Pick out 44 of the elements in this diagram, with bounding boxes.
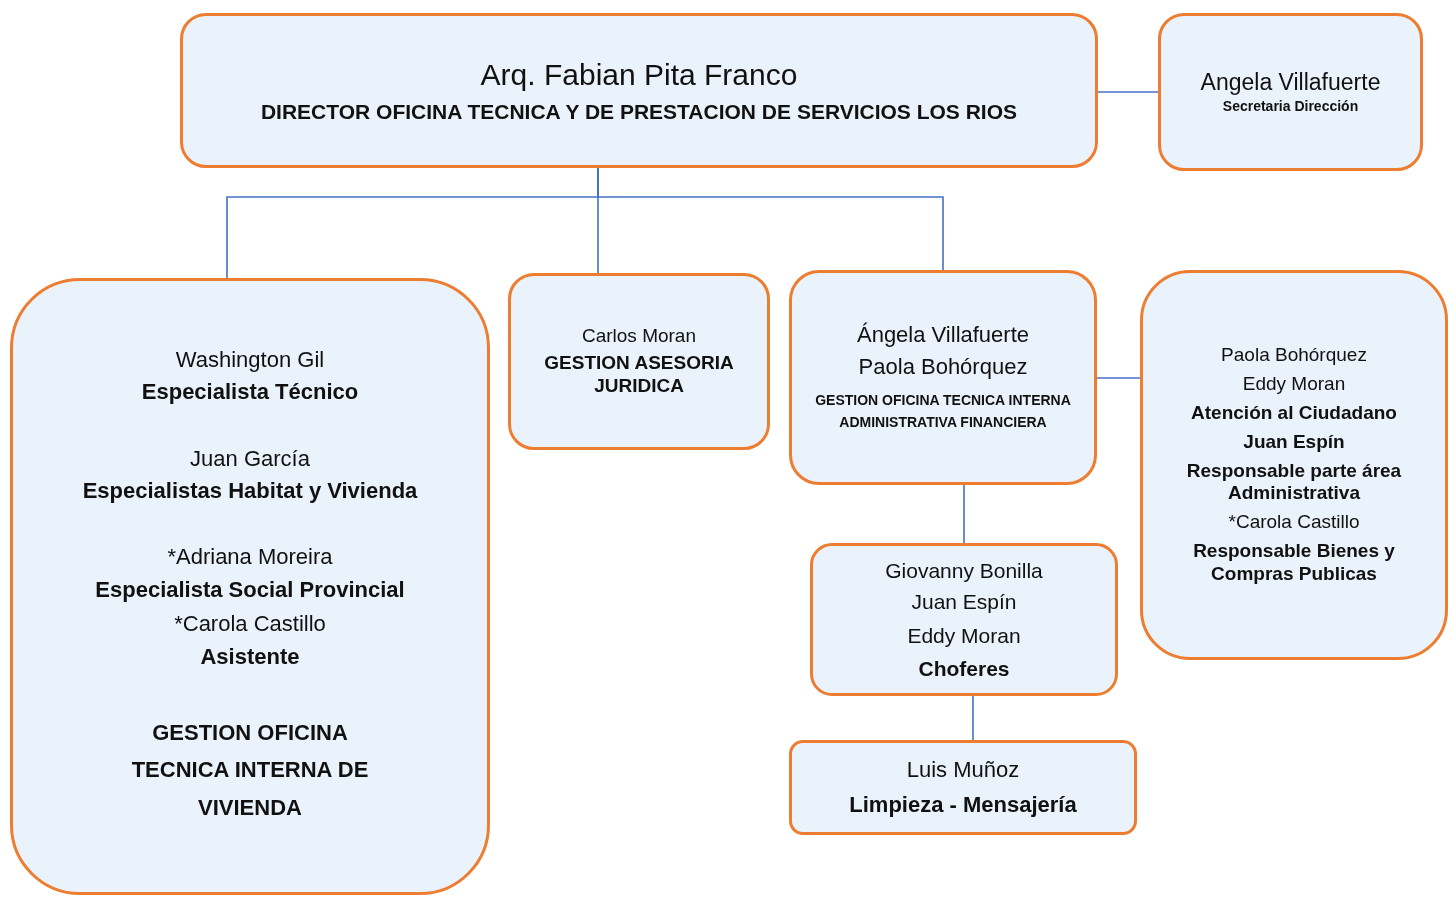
person-name: Paola Bohórquez <box>858 354 1028 381</box>
person-name: *Carola Castillo <box>1228 511 1360 534</box>
person-name: Luis Muñoz <box>906 757 1020 784</box>
org-unit-box <box>1158 13 1423 171</box>
job-title: Secretaria Dirección <box>1222 98 1359 116</box>
org-unit-box <box>508 273 770 450</box>
job-title: Choferes <box>918 655 1010 681</box>
person-name: Paola Bohórquez <box>1221 344 1367 368</box>
job-title: Especialista Técnico <box>141 379 359 406</box>
job-title: Juan Espín <box>1243 430 1345 454</box>
job-title: Atención al Ciudadano <box>1191 402 1397 425</box>
connector-line <box>1096 377 1141 379</box>
org-unit-box <box>180 13 1098 168</box>
person-name: Giovanny Bonilla <box>885 558 1043 584</box>
connector-line <box>963 484 965 544</box>
job-title: DIRECTOR OFICINA TECNICA Y DE PRESTACION DE SERVICIOS LOS RIOS <box>260 98 1018 125</box>
person-name: Ángela Villafuerte <box>856 321 1029 349</box>
person-name: *Adriana Moreira <box>167 544 333 571</box>
job-title: Especialistas Habitat y Vivienda <box>82 478 418 505</box>
org-unit-box <box>1140 270 1448 660</box>
person-name: Juan Espín <box>911 589 1017 615</box>
org-unit-box <box>10 278 490 895</box>
connector-line <box>972 695 974 741</box>
person-name: Carlos Moran <box>581 325 696 349</box>
org-unit-box <box>810 543 1118 696</box>
person-name: Washington Gil <box>175 346 325 374</box>
job-title: Responsable Bienes y Compras Publicas <box>1192 540 1396 586</box>
org-unit-box <box>789 270 1097 485</box>
job-title: Especialista Social Provincial <box>95 576 405 604</box>
job-title: Asistente <box>200 643 300 670</box>
department-title: GESTION OFICINA TECNICA INTERNA DE VIVIENDA <box>130 718 370 822</box>
connector-line <box>1097 91 1159 93</box>
person-name: Eddy Moran <box>907 622 1021 648</box>
job-title: Responsable parte área Administrativa <box>1185 459 1403 506</box>
org-unit-box <box>789 740 1137 835</box>
person-name: Eddy Moran <box>1242 373 1346 396</box>
person-name: Juan García <box>190 445 310 472</box>
department-title: GESTION OFICINA TECNICA INTERNA ADMINISTRATIVA FINANCIERA <box>814 390 1072 432</box>
job-title: Limpieza - Mensajería <box>849 791 1077 818</box>
connector-line <box>597 167 944 271</box>
person-name: Angela Villafuerte <box>1200 68 1381 97</box>
person-name: Arq. Fabian Pita Franco <box>480 56 798 93</box>
person-name: *Carola Castillo <box>174 611 326 638</box>
department-title: GESTION ASESORIA JURIDICA <box>543 352 735 398</box>
